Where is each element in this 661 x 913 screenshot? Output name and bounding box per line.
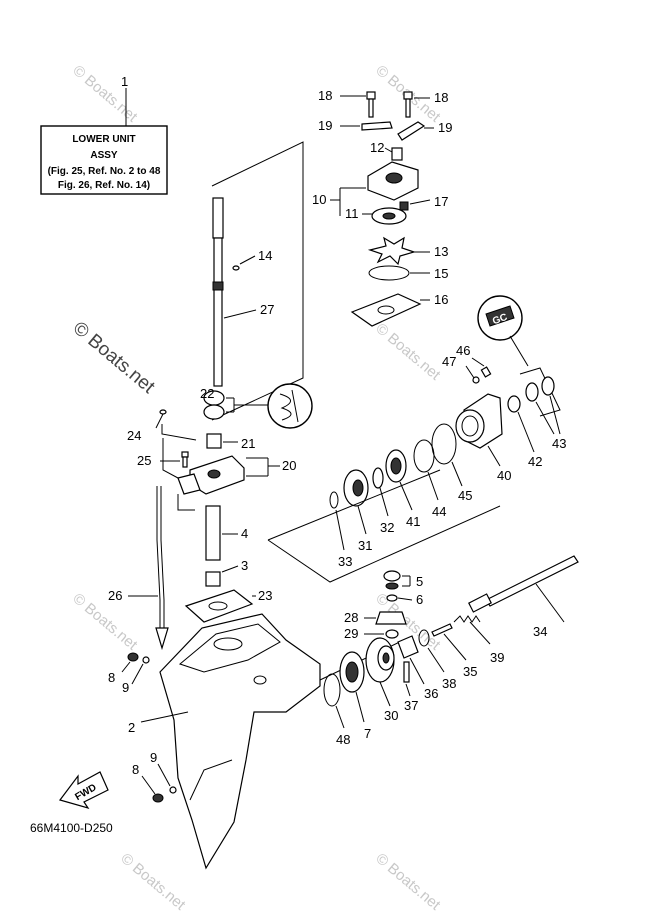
part-label: 26 bbox=[108, 588, 122, 603]
part-label: 44 bbox=[432, 504, 446, 519]
part-label: 19 bbox=[438, 120, 452, 135]
part-label: 29 bbox=[344, 626, 358, 641]
part-label: 43 bbox=[552, 436, 566, 451]
part-label: 21 bbox=[241, 436, 255, 451]
part-label: 34 bbox=[533, 624, 547, 639]
part-label: 18 bbox=[318, 88, 332, 103]
part-label: 22 bbox=[200, 386, 214, 401]
part-label: 14 bbox=[258, 248, 272, 263]
part-label: 35 bbox=[463, 664, 477, 679]
part-label: 37 bbox=[404, 698, 418, 713]
part-label: 17 bbox=[434, 194, 448, 209]
part-label: 40 bbox=[497, 468, 511, 483]
watermark: © Boats.net bbox=[372, 850, 444, 913]
watermark: © Boats.net bbox=[69, 318, 159, 399]
info-line-3: (Fig. 25, Ref. No. 2 to 48 bbox=[48, 166, 161, 177]
part-label: 9 bbox=[122, 680, 129, 695]
part-label: 12 bbox=[370, 140, 384, 155]
prop-shaft-group: 5 6 28 29 34 39 35 38 36 bbox=[323, 555, 579, 747]
watermark: © Boats.net bbox=[69, 590, 141, 654]
part-label: 13 bbox=[434, 244, 448, 259]
part-label: 6 bbox=[416, 592, 423, 607]
gc-label: GC bbox=[491, 312, 509, 327]
part-label: 10 bbox=[312, 192, 326, 207]
ref-label: 1 bbox=[121, 74, 128, 89]
info-line-4: Fig. 26, Ref. No. 14) bbox=[58, 180, 150, 191]
fwd-arrow: FWD bbox=[58, 771, 109, 810]
part-label: 5 bbox=[416, 574, 423, 589]
part-label: 16 bbox=[434, 292, 448, 307]
info-line-1: LOWER UNIT bbox=[72, 134, 135, 145]
part-label: 27 bbox=[260, 302, 274, 317]
part-label: 23 bbox=[258, 588, 272, 603]
part-label: 7 bbox=[364, 726, 371, 741]
watermark: © Boats.net bbox=[69, 62, 141, 126]
part-label: 20 bbox=[282, 458, 296, 473]
part-label: 48 bbox=[336, 732, 350, 747]
drive-shaft-group: 14 27 22 24 21 25 bbox=[127, 197, 313, 623]
shift-rod: 26 bbox=[108, 486, 169, 651]
part-label: 46 bbox=[456, 343, 470, 358]
lower-case: 8 9 2 9 8 bbox=[108, 613, 409, 870]
part-label: 28 bbox=[344, 610, 358, 625]
part-label: 38 bbox=[442, 676, 456, 691]
part-label: 42 bbox=[528, 454, 542, 469]
part-label: 41 bbox=[406, 514, 420, 529]
part-label: 31 bbox=[358, 538, 372, 553]
info-line-2: ASSY bbox=[90, 150, 118, 161]
part-label: 19 bbox=[318, 118, 332, 133]
assembly-outline bbox=[211, 141, 304, 421]
part-label: 47 bbox=[442, 354, 456, 369]
part-label: 45 bbox=[458, 488, 472, 503]
part-label: 30 bbox=[384, 708, 398, 723]
part-label: 24 bbox=[127, 428, 141, 443]
part-label: 39 bbox=[490, 650, 504, 665]
part-label: 33 bbox=[338, 554, 352, 569]
part-label: 8 bbox=[108, 670, 115, 685]
part-label: 4 bbox=[241, 526, 248, 541]
part-label: 8 bbox=[132, 762, 139, 777]
lower-unit-info-box: 1 LOWER UNIT ASSY (Fig. 25, Ref. No. 2 t… bbox=[40, 74, 168, 195]
part-label: 3 bbox=[241, 558, 248, 573]
part-label: 25 bbox=[137, 453, 151, 468]
part-label: 11 bbox=[345, 206, 359, 221]
diagram-code: 66M4100-D250 bbox=[30, 821, 113, 835]
part-label: 18 bbox=[434, 90, 448, 105]
part-label: 2 bbox=[128, 720, 135, 735]
part-label: 36 bbox=[424, 686, 438, 701]
watermark: © Boats.net bbox=[372, 320, 444, 384]
part-label: 15 bbox=[434, 266, 448, 281]
water-pump-group: 18 18 19 19 12 10 11 17 13 15 bbox=[312, 88, 452, 327]
part-label: 32 bbox=[380, 520, 394, 535]
prop-housing-group: GC 46 47 43 42 40 45 44 bbox=[267, 295, 566, 583]
part-label: 9 bbox=[150, 750, 157, 765]
watermark: © Boats.net bbox=[117, 850, 189, 913]
